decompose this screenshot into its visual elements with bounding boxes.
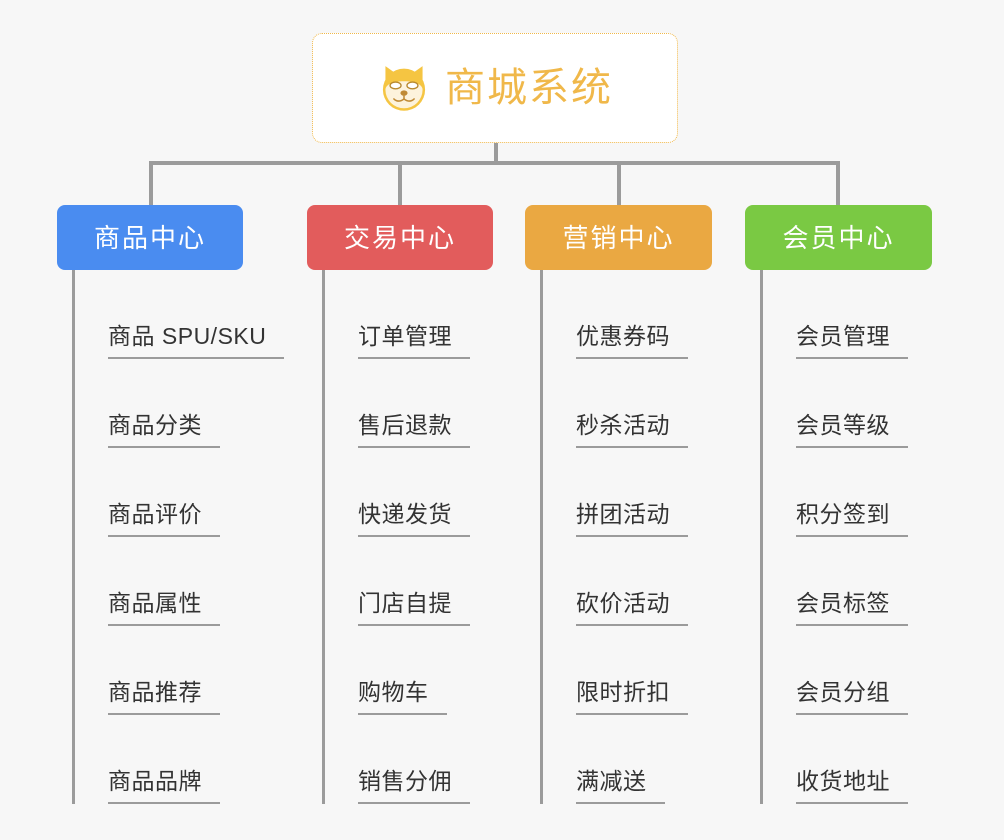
- branch-header-4[interactable]: 会员中心: [745, 205, 932, 270]
- list-item-label: 秒杀活动: [576, 411, 688, 448]
- connector-drop-3: [617, 161, 621, 208]
- connector-drop-2: [398, 161, 402, 208]
- list-item[interactable]: 砍价活动: [543, 537, 712, 626]
- list-item-label: 收货地址: [796, 767, 908, 804]
- list-item-label: 积分签到: [796, 500, 908, 537]
- list-item[interactable]: 快递发货: [325, 448, 493, 537]
- branch-header-label: 营销中心: [562, 222, 675, 253]
- list-item-label: 限时折扣: [576, 678, 688, 715]
- list-item[interactable]: 秒杀活动: [543, 359, 712, 448]
- list-item[interactable]: 满减送: [543, 715, 712, 804]
- connector-horizontal-bar: [149, 161, 840, 165]
- list-item-label: 砍价活动: [576, 589, 688, 626]
- list-item-label: 门店自提: [358, 589, 470, 626]
- connector-drop-4: [836, 161, 840, 208]
- list-item-label: 商品评价: [108, 500, 220, 537]
- branch-items-3: 优惠券码 秒杀活动 拼团活动 砍价活动 限时折扣 满减送: [540, 270, 712, 804]
- branch-column-1: 商品中心 商品 SPU/SKU 商品分类 商品评价 商品属性 商品推荐 商品品牌: [57, 205, 285, 804]
- list-item-label: 商品分类: [108, 411, 220, 448]
- branch-items-1: 商品 SPU/SKU 商品分类 商品评价 商品属性 商品推荐 商品品牌: [72, 270, 285, 804]
- list-item[interactable]: 商品评价: [75, 448, 243, 537]
- list-item[interactable]: 限时折扣: [543, 626, 712, 715]
- branch-column-4: 会员中心 会员管理 会员等级 积分签到 会员标签 会员分组 收货地址: [745, 205, 932, 804]
- list-item[interactable]: 会员管理: [763, 270, 932, 359]
- branch-header-2[interactable]: 交易中心: [307, 205, 493, 270]
- connector-drop-1: [149, 161, 153, 208]
- list-item-label: 会员分组: [796, 678, 908, 715]
- list-item-label: 商品 SPU/SKU: [108, 322, 285, 359]
- branch-header-label: 会员中心: [782, 222, 895, 253]
- branch-column-3: 营销中心 优惠券码 秒杀活动 拼团活动 砍价活动 限时折扣 满减送: [525, 205, 712, 804]
- list-item[interactable]: 商品属性: [75, 537, 243, 626]
- list-item-label: 销售分佣: [358, 767, 470, 804]
- list-item[interactable]: 购物车: [325, 626, 493, 715]
- list-item-label: 商品推荐: [108, 678, 220, 715]
- list-item[interactable]: 收货地址: [763, 715, 932, 804]
- list-item-label: 快递发货: [358, 500, 470, 537]
- list-item-label: 满减送: [576, 767, 665, 804]
- list-item[interactable]: 会员标签: [763, 537, 932, 626]
- list-item[interactable]: 会员分组: [763, 626, 932, 715]
- shiba-dog-emoji-icon: [382, 66, 426, 111]
- branch-column-2: 交易中心 订单管理 售后退款 快递发货 门店自提 购物车 销售分佣: [307, 205, 493, 804]
- root-title: 商城系统: [445, 66, 613, 110]
- branch-items-4: 会员管理 会员等级 积分签到 会员标签 会员分组 收货地址: [760, 270, 932, 804]
- list-item[interactable]: 优惠券码: [543, 270, 712, 359]
- list-item-label: 购物车: [358, 678, 447, 715]
- list-item[interactable]: 会员等级: [763, 359, 932, 448]
- list-item-label: 优惠券码: [576, 322, 688, 359]
- branch-header-1[interactable]: 商品中心: [57, 205, 243, 270]
- branch-header-label: 商品中心: [93, 222, 206, 253]
- list-item-label: 订单管理: [358, 322, 470, 359]
- list-item-label: 售后退款: [358, 411, 470, 448]
- list-item-label: 会员管理: [796, 322, 908, 359]
- list-item[interactable]: 销售分佣: [325, 715, 493, 804]
- connector-root-stem: [494, 143, 498, 164]
- list-item[interactable]: 商品分类: [75, 359, 243, 448]
- list-item[interactable]: 售后退款: [325, 359, 493, 448]
- list-item[interactable]: 商品推荐: [75, 626, 243, 715]
- list-item[interactable]: 商品 SPU/SKU: [75, 270, 285, 359]
- list-item[interactable]: 订单管理: [325, 270, 493, 359]
- list-item-label: 商品品牌: [108, 767, 220, 804]
- list-item-label: 商品属性: [108, 589, 220, 626]
- branch-header-3[interactable]: 营销中心: [525, 205, 712, 270]
- list-item-label: 拼团活动: [576, 500, 688, 537]
- list-item-label: 会员等级: [796, 411, 908, 448]
- list-item[interactable]: 积分签到: [763, 448, 932, 537]
- list-item[interactable]: 门店自提: [325, 537, 493, 626]
- branch-header-label: 交易中心: [343, 222, 456, 253]
- branch-items-2: 订单管理 售后退款 快递发货 门店自提 购物车 销售分佣: [322, 270, 493, 804]
- root-node[interactable]: 商城系统: [312, 33, 678, 143]
- list-item-label: 会员标签: [796, 589, 908, 626]
- list-item[interactable]: 商品品牌: [75, 715, 243, 804]
- list-item[interactable]: 拼团活动: [543, 448, 712, 537]
